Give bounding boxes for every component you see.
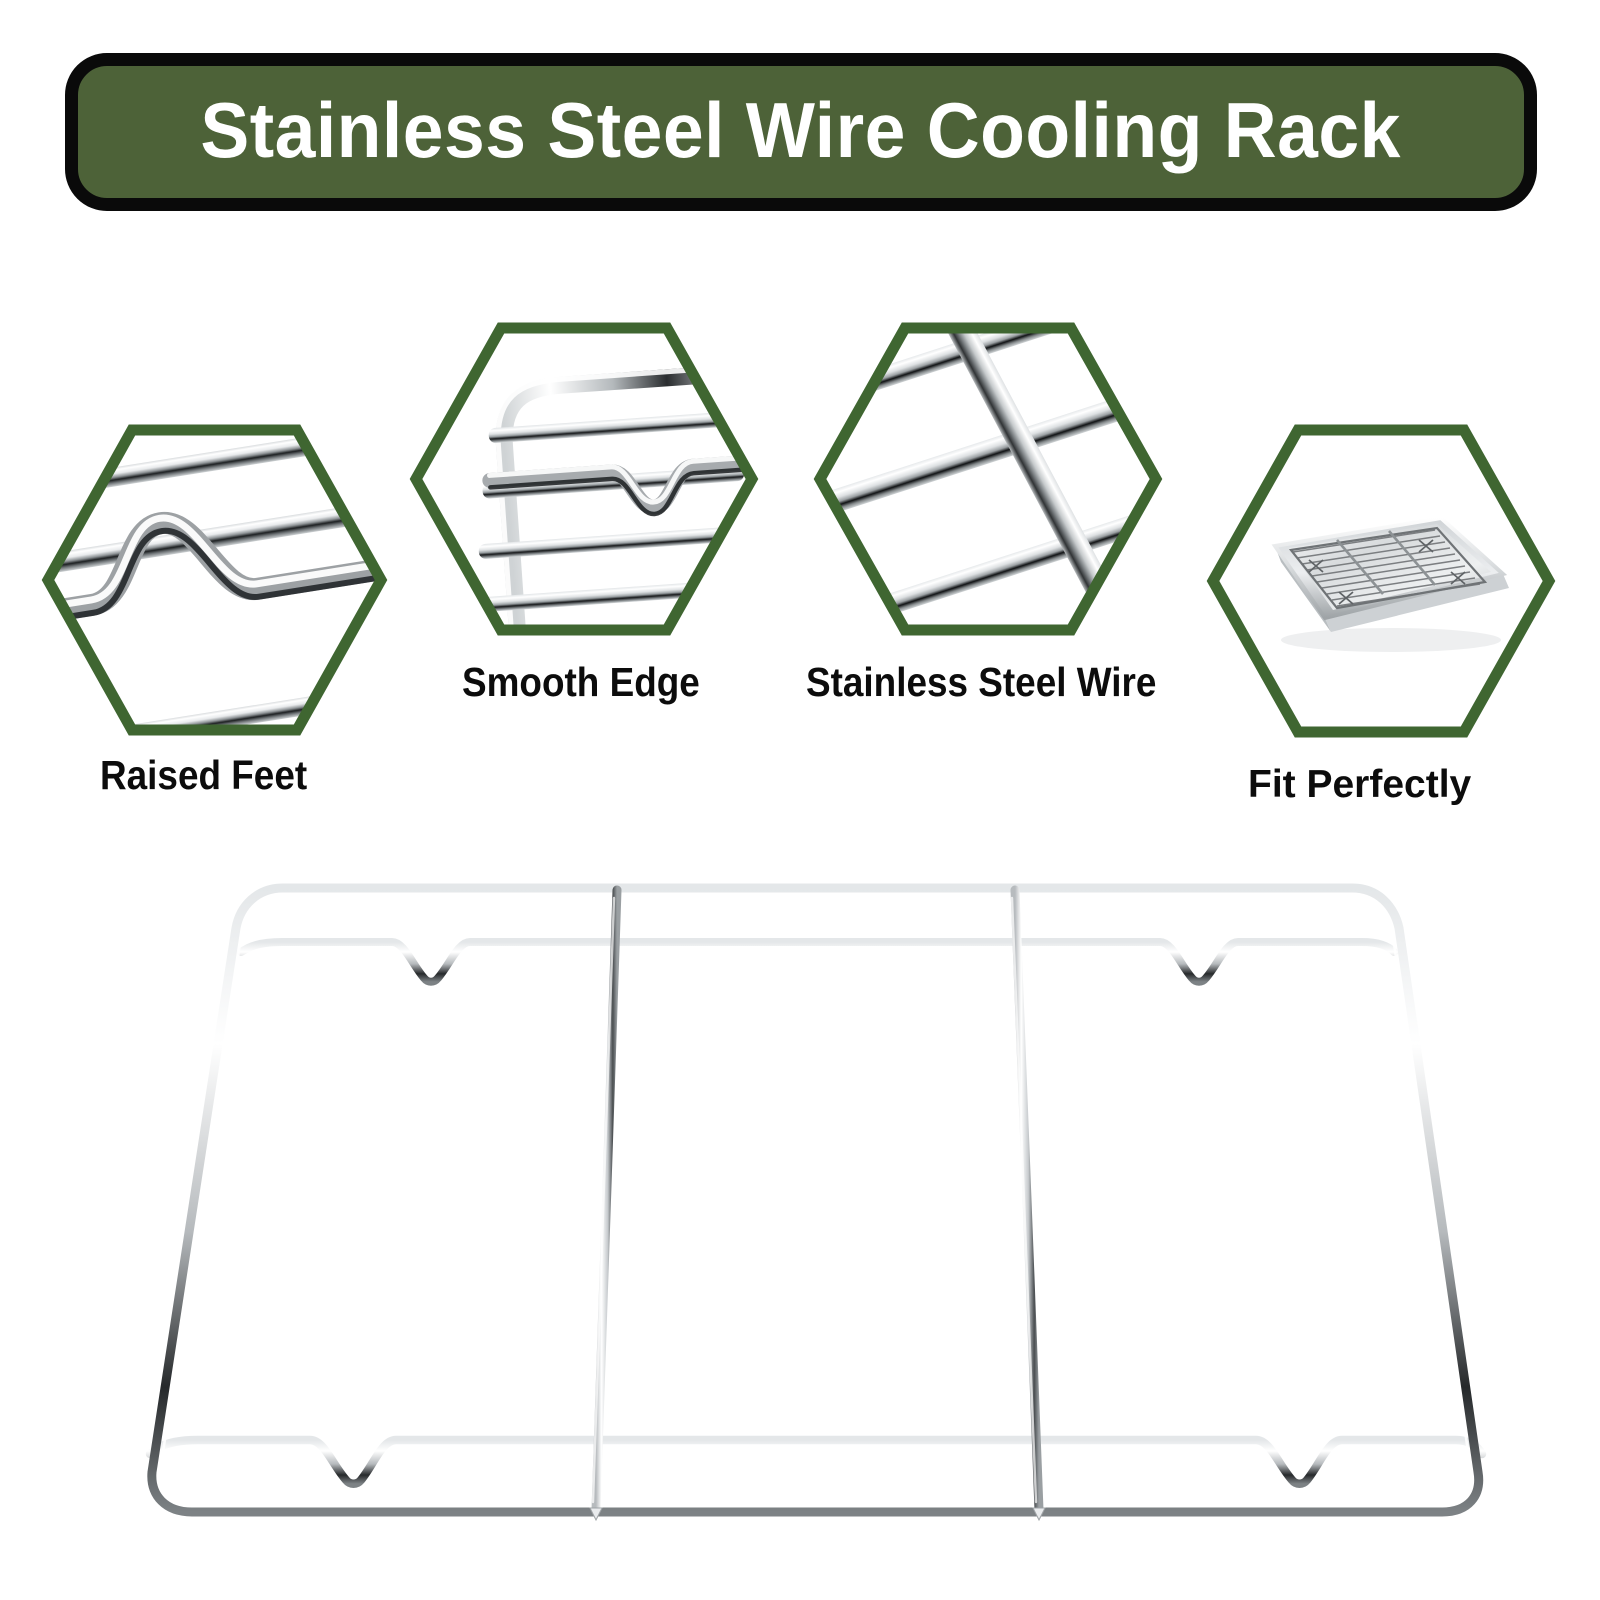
feature-label-raised-feet: Raised Feet bbox=[100, 752, 308, 798]
feature-label-fit-perfectly: Fit Perfectly bbox=[1248, 763, 1472, 806]
feature-label-smooth-edge: Smooth Edge bbox=[462, 659, 700, 705]
feature-smooth-edge bbox=[408, 318, 759, 640]
hexagon-frame bbox=[1205, 420, 1556, 742]
page-title: Stainless Steel Wire Cooling Rack bbox=[200, 86, 1402, 174]
hexagon-frame bbox=[40, 420, 388, 740]
hero-product-image bbox=[0, 820, 1600, 1580]
title-banner: Stainless Steel Wire Cooling Rack bbox=[65, 53, 1537, 211]
hexagon-frame bbox=[408, 318, 759, 640]
feature-raised-feet bbox=[40, 420, 388, 740]
hexagon-frame bbox=[812, 318, 1163, 640]
feature-fit-perfectly bbox=[1205, 420, 1556, 742]
feature-label-stainless-steel-wire: Stainless Steel Wire bbox=[806, 659, 1157, 705]
feature-stainless-steel-wire bbox=[812, 318, 1163, 640]
